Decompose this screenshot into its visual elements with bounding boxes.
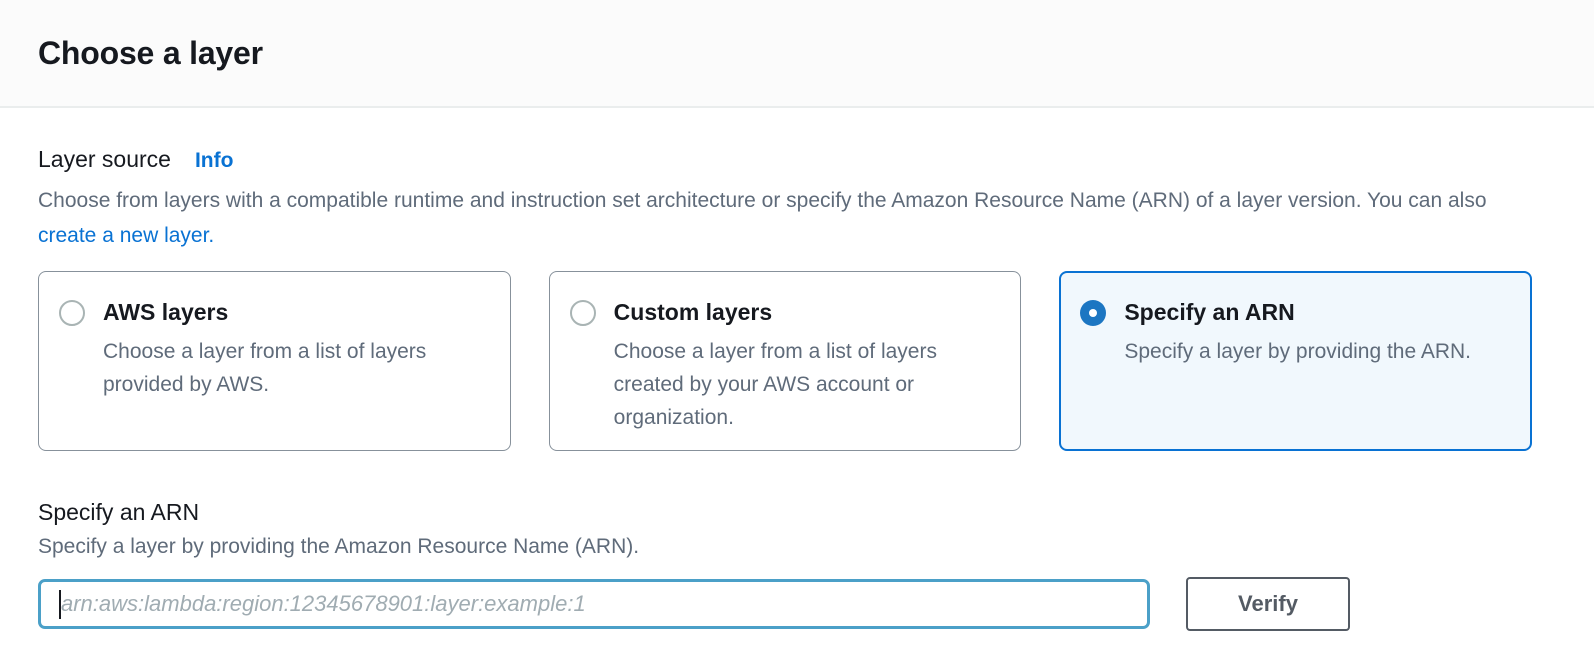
card-text: Custom layers Choose a layer from a list… xyxy=(614,297,1001,434)
layer-source-card-custom-layers[interactable]: Custom layers Choose a layer from a list… xyxy=(548,271,1022,451)
arn-input-row: Verify xyxy=(38,577,1532,631)
card-title: Custom layers xyxy=(613,299,773,325)
card-text: Specify an ARN Specify a layer by provid… xyxy=(1124,297,1471,368)
radio-button-selected-icon[interactable] xyxy=(1080,300,1107,326)
info-link[interactable]: Info xyxy=(194,149,234,172)
card-text: AWS layers Choose a layer from a list of… xyxy=(103,297,490,401)
layer-source-options: AWS layers Choose a layer from a list of… xyxy=(38,271,1533,451)
text-cursor-caret xyxy=(59,590,61,619)
radio-button-unselected-icon[interactable] xyxy=(569,300,596,326)
card-inner: Custom layers Choose a layer from a list… xyxy=(569,297,1001,434)
specify-arn-section: Specify an ARN Specify a layer by provid… xyxy=(38,499,1532,631)
layer-source-label-row: Layer source Info xyxy=(38,146,1532,173)
verify-button[interactable]: Verify xyxy=(1186,577,1350,631)
layer-source-card-aws-layers[interactable]: AWS layers Choose a layer from a list of… xyxy=(38,271,511,451)
arn-input-wrap xyxy=(38,579,1150,629)
card-inner: Specify an ARN Specify a layer by provid… xyxy=(1080,297,1511,368)
card-description: Choose a layer from a list of layers cre… xyxy=(613,340,937,429)
card-title: AWS layers xyxy=(103,299,229,325)
card-title: Specify an ARN xyxy=(1124,299,1295,325)
panel-content: Layer source Info Choose from layers wit… xyxy=(0,108,1594,631)
specify-arn-description: Specify a layer by providing the Amazon … xyxy=(38,535,640,558)
layer-source-description: Choose from layers with a compatible run… xyxy=(38,183,1518,253)
radio-button-unselected-icon[interactable] xyxy=(59,300,85,326)
layer-source-label: Layer source xyxy=(38,146,171,172)
layer-source-description-text: Choose from layers with a compatible run… xyxy=(38,189,1487,212)
card-inner: AWS layers Choose a layer from a list of… xyxy=(59,297,490,401)
panel-header: Choose a layer xyxy=(0,0,1594,108)
card-description: Choose a layer from a list of layers pro… xyxy=(103,340,427,396)
layer-source-card-specify-arn[interactable]: Specify an ARN Specify a layer by provid… xyxy=(1059,271,1533,451)
card-description: Specify a layer by providing the ARN. xyxy=(1124,340,1472,363)
page-title: Choose a layer xyxy=(38,34,263,71)
specify-arn-label: Specify an ARN xyxy=(38,499,200,525)
arn-input[interactable] xyxy=(38,579,1150,629)
create-new-layer-link[interactable]: create a new layer. xyxy=(38,224,215,247)
